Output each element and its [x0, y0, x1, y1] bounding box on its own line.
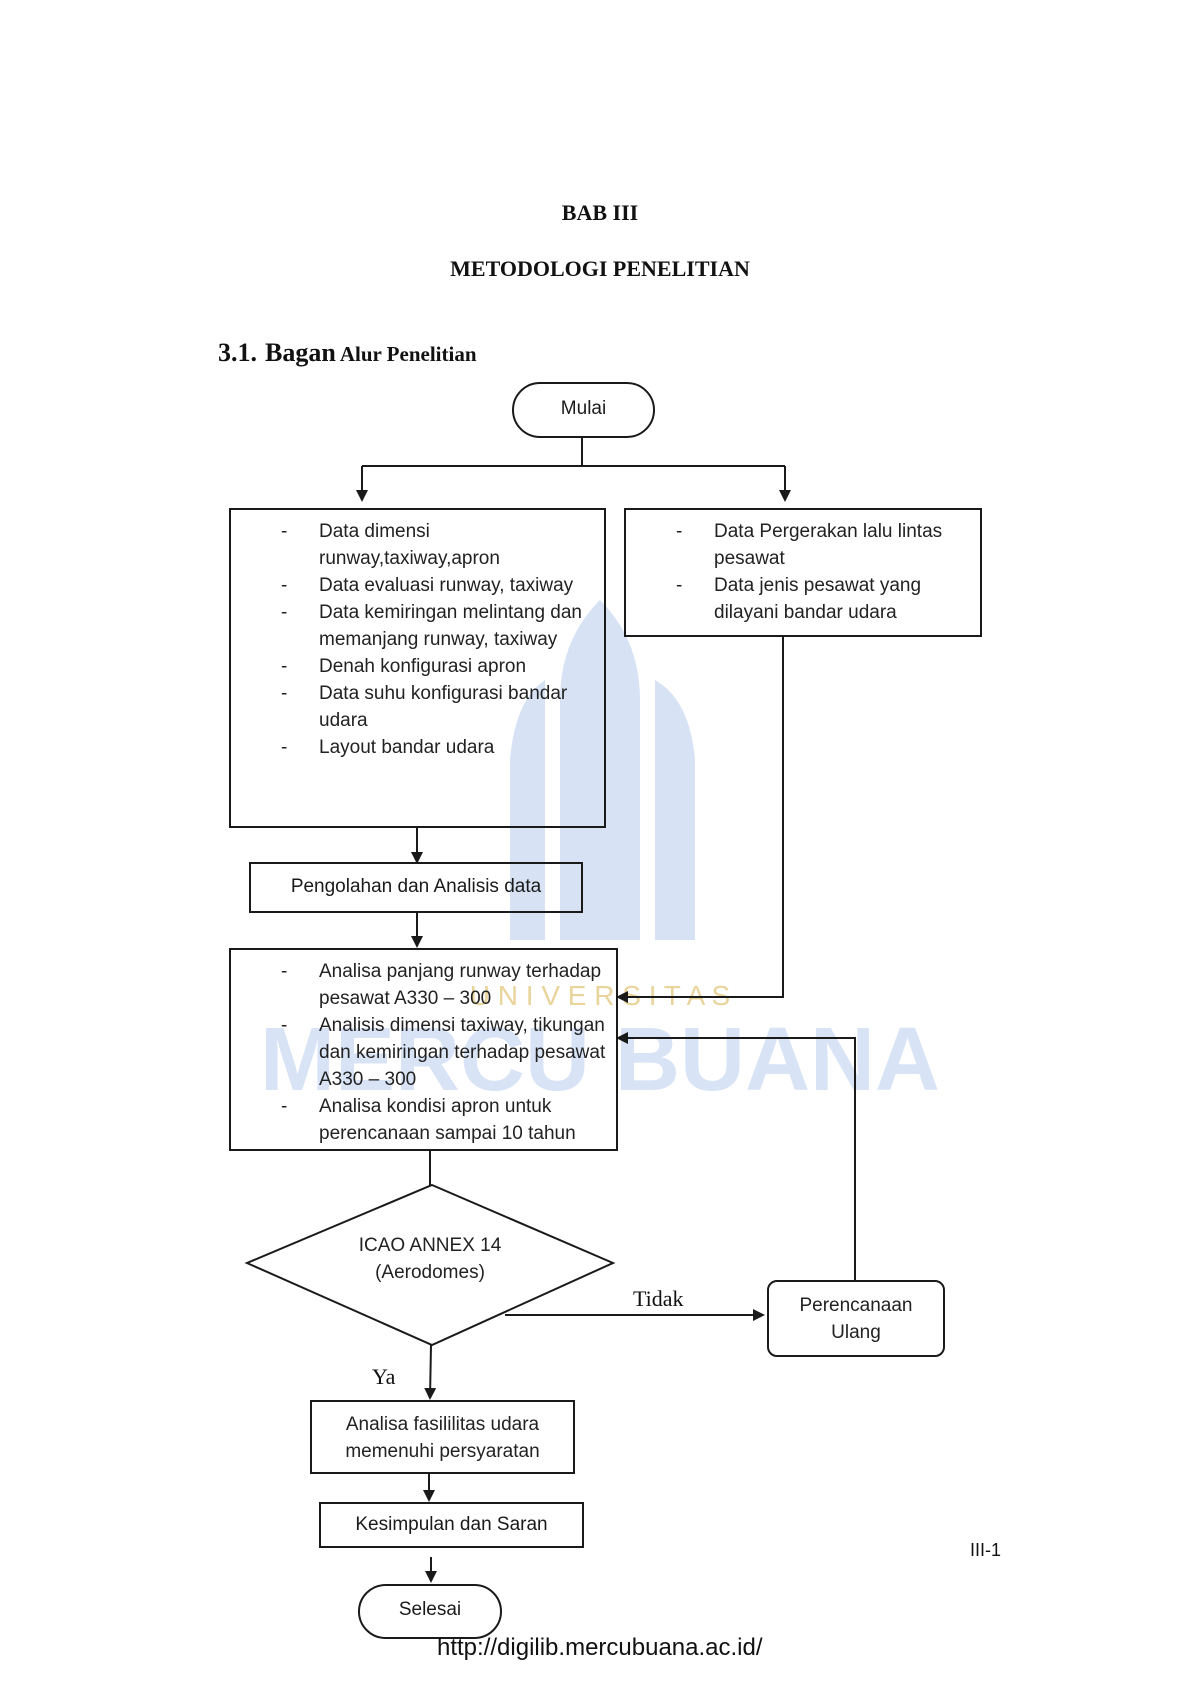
chapter-number: BAB III	[561, 200, 639, 225]
data-right-item: Data Pergerakan lalu lintas pesawat	[676, 518, 976, 572]
data-right-list: Data Pergerakan lalu lintas pesawat Data…	[676, 518, 976, 626]
end-label: Selesai	[398, 1599, 462, 1620]
start-label: Mulai	[560, 398, 607, 419]
section-title-rest: Alur Penelitian	[339, 342, 477, 366]
analysis-box: Analisa panjang runway terhadap pesawat …	[229, 948, 618, 1151]
data-left-item: Denah konfigurasi apron	[281, 653, 601, 680]
section-title-lead: Bagan	[265, 338, 336, 367]
result-line1: Analisa fasililitas udara	[345, 1414, 540, 1435]
decision-text: ICAO ANNEX 14 (Aerodomes)	[330, 1232, 530, 1286]
conclusion-box: Kesimpulan dan Saran	[319, 1502, 584, 1548]
watermark-flame-outer-right	[655, 680, 695, 940]
conclusion-label: Kesimpulan dan Saran	[355, 1514, 548, 1535]
result-text: Analisa fasililitas udara memenuhi persy…	[312, 1411, 573, 1465]
processing-box: Pengolahan dan Analisis data	[249, 862, 583, 913]
no-label: Tidak	[633, 1286, 684, 1311]
data-left-list: Data dimensi runway,taxiway,apron Data e…	[281, 518, 601, 761]
watermark-flame-center	[600, 600, 640, 940]
replan-text: Perencanaan Ulang	[769, 1292, 943, 1346]
result-line2: memenuhi persyaratan	[345, 1441, 540, 1462]
decision-diamond	[244, 1183, 616, 1347]
decision-line2: (Aerodomes)	[375, 1262, 485, 1283]
analysis-list: Analisa panjang runway terhadap pesawat …	[281, 958, 611, 1147]
decision-line1: ICAO ANNEX 14	[358, 1235, 502, 1256]
data-left-box: Data dimensi runway,taxiway,apron Data e…	[229, 508, 606, 828]
replan-line2: Ulang	[831, 1322, 881, 1343]
arrow-replan-to-analysis	[616, 1032, 856, 1280]
processing-label: Pengolahan dan Analisis data	[290, 876, 542, 897]
data-left-item: Data evaluasi runway, taxiway	[281, 572, 601, 599]
analysis-item: Analisa panjang runway terhadap pesawat …	[281, 958, 611, 1012]
start-terminator: Mulai	[512, 382, 655, 438]
end-terminator: Selesai	[358, 1584, 502, 1639]
section-number: 3.1.	[218, 338, 257, 367]
data-left-item: Data suhu konfigurasi bandar udara	[281, 680, 601, 734]
footer-url[interactable]: http://digilib.mercubuana.ac.id/	[437, 1634, 763, 1661]
result-box: Analisa fasililitas udara memenuhi persy…	[310, 1400, 575, 1474]
data-right-box: Data Pergerakan lalu lintas pesawat Data…	[624, 508, 982, 637]
section-heading: 3.1. Bagan Alur Penelitian	[218, 338, 477, 368]
data-left-item: Data kemiringan melintang dan memanjang …	[281, 599, 601, 653]
analysis-item: Analisis dimensi taxiway, tikungan dan k…	[281, 1012, 611, 1093]
replan-box: Perencanaan Ulang	[767, 1280, 945, 1357]
data-right-item: Data jenis pesawat yang dilayani bandar …	[676, 572, 976, 626]
yes-label: Ya	[372, 1364, 396, 1389]
data-left-item: Layout bandar udara	[281, 734, 601, 761]
arrow-to-result	[424, 1344, 437, 1400]
analysis-item: Analisa kondisi apron untuk perencanaan …	[281, 1093, 611, 1147]
page-number: III-1	[970, 1540, 1002, 1560]
chapter-title: METODOLOGI PENELITIAN	[450, 256, 750, 281]
replan-line1: Perencanaan	[799, 1295, 913, 1316]
arrow-right-data-to-analysis	[616, 637, 784, 1003]
data-left-item: Data dimensi runway,taxiway,apron	[281, 518, 601, 572]
